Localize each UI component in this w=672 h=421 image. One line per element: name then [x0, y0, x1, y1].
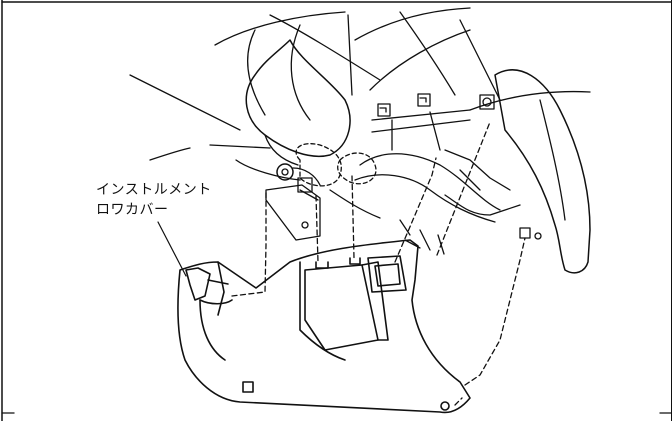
instrument-lower-cover-callout: インストルメント ロワカバー: [96, 180, 212, 220]
alignment-dashed-lines: [231, 121, 526, 406]
upper-clips: [371, 93, 495, 151]
column-cover: [245, 39, 351, 166]
callout-label-line-1: インストルメント: [96, 182, 212, 198]
callout-leader: [157, 221, 187, 277]
connector-bracket: [265, 163, 321, 241]
wiring-harness: [235, 149, 521, 255]
steering-column-area: [129, 7, 591, 161]
instrument-lower-cover: [177, 239, 471, 414]
side-panel: [494, 69, 591, 274]
hidden-connector-outline: [295, 143, 377, 187]
clip-lower-right: [519, 227, 542, 240]
callout-label-line-2: ロワカバー: [96, 202, 169, 218]
